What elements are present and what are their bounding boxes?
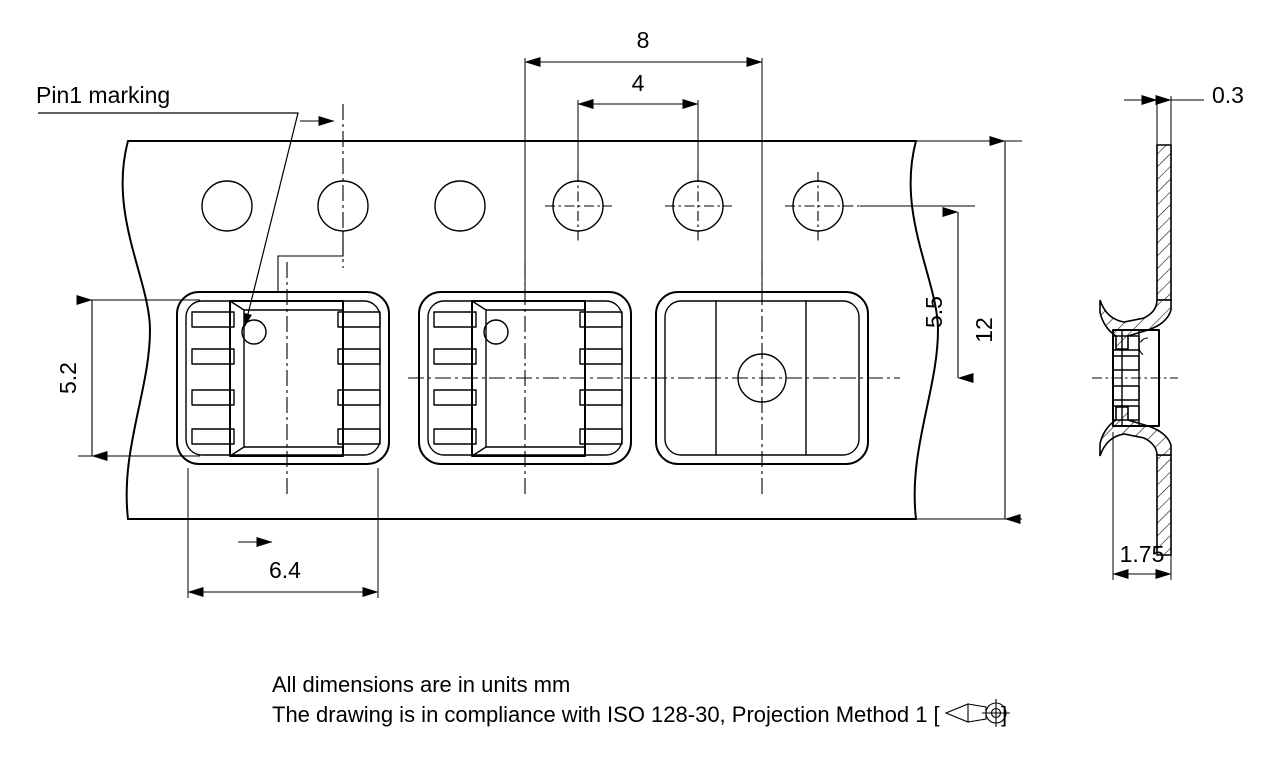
dim-52-text: 5.2 — [55, 362, 81, 394]
section-tape-strip — [1156, 144, 1172, 556]
pocket-1-outer — [176, 291, 390, 465]
pocket-2-pin-1 — [433, 311, 477, 328]
dimension-tape-thickness: 0.3 — [1124, 82, 1244, 148]
pocket-1-pin-3 — [191, 389, 235, 406]
projection-crosshair — [982, 699, 1010, 727]
dim-8-text: 8 — [637, 27, 650, 53]
pocket-1-body-bevel — [229, 300, 245, 457]
first-angle-projection-symbol — [944, 699, 1010, 727]
projection-cone-left — [944, 703, 969, 723]
section-lead-2 — [1112, 355, 1140, 371]
dimension-pitch-minor: 4 — [577, 70, 699, 180]
sprocket-hole-row — [201, 172, 890, 241]
pocket-2-pin-3 — [433, 389, 477, 406]
pocket-1-pin-7 — [337, 348, 381, 365]
pocket-1-pin-8 — [337, 311, 381, 328]
sprocket-to-pocket-reference-line — [277, 231, 344, 292]
section-pin1-dot-hidden — [1138, 337, 1149, 357]
pocket-2-pin-7 — [579, 348, 623, 365]
pocket-1-pin-1 — [191, 311, 235, 328]
section-view-carrier-tape: 0.3 1.75 — [1092, 82, 1244, 580]
pocket-2-body-top-bottom-edge — [485, 309, 586, 448]
dimension-tape-width: 12 — [908, 136, 1022, 524]
section-lead-4 — [1112, 405, 1140, 421]
dim-64-text: 6.4 — [269, 557, 301, 583]
pocket-1-pin-6 — [337, 389, 381, 406]
tape-outline — [121, 140, 939, 520]
section-lead-3 — [1112, 385, 1140, 401]
pocket-2-pin-5 — [579, 428, 623, 445]
dimension-pocket-pitch: 6.4 — [187, 468, 379, 598]
pocket-1-pin1-dot — [241, 319, 267, 345]
notes-block: All dimensions are in units mm The drawi… — [272, 672, 1010, 727]
units-note: All dimensions are in units mm — [272, 672, 570, 697]
pocket-2-body-bevel — [471, 300, 487, 457]
dim-03-text: 0.3 — [1212, 82, 1244, 108]
dim-55-text: 5.5 — [921, 296, 947, 328]
pocket-2-pin-6 — [579, 389, 623, 406]
dim-175-text: 1.75 — [1120, 541, 1165, 567]
pin1-marking-callout: Pin1 marking — [36, 82, 299, 327]
sprocket-hole-1 — [201, 180, 253, 232]
section-upper-pocket-wall — [1099, 299, 1172, 350]
pocket-1-pin-2 — [191, 348, 235, 365]
section-lower-pocket-wall — [1099, 406, 1172, 457]
pocket-1-body-top-bottom-edge — [243, 309, 344, 448]
dimension-pitch-major: 8 — [524, 27, 763, 300]
dimension-pocket-depth: 1.75 — [1112, 432, 1172, 580]
dimension-hole-to-center: 5.5 — [860, 205, 975, 383]
section-strip-upper — [1156, 144, 1172, 301]
section-strip-lower — [1156, 454, 1172, 556]
top-view-carrier-tape: Pin1 marking — [36, 82, 939, 547]
dim-4-text: 4 — [632, 70, 645, 96]
pocket-1-pin-5 — [337, 428, 381, 445]
pocket-1 — [176, 262, 390, 496]
sprocket-hole-3 — [434, 180, 486, 232]
pocket-2-pin-4 — [433, 428, 477, 445]
pocket-1-pin-4 — [191, 428, 235, 445]
section-lead-1 — [1112, 335, 1140, 351]
pin1-marking-leader-line — [38, 112, 299, 327]
pocket-2-pin1-dot — [483, 319, 509, 345]
tape-right-break-line — [909, 140, 939, 520]
pocket-2-pin-8 — [579, 311, 623, 328]
pin1-marking-label: Pin1 marking — [36, 82, 170, 108]
pocket-2 — [408, 262, 900, 496]
dim-12-text: 12 — [971, 317, 997, 343]
pocket-2-pin-2 — [433, 348, 477, 365]
tape-left-break-line — [121, 140, 151, 520]
standard-note-close: ] — [1001, 702, 1007, 727]
dimension-pocket-height: 5.2 — [55, 295, 200, 461]
standard-note: The drawing is in compliance with ISO 12… — [272, 702, 940, 727]
